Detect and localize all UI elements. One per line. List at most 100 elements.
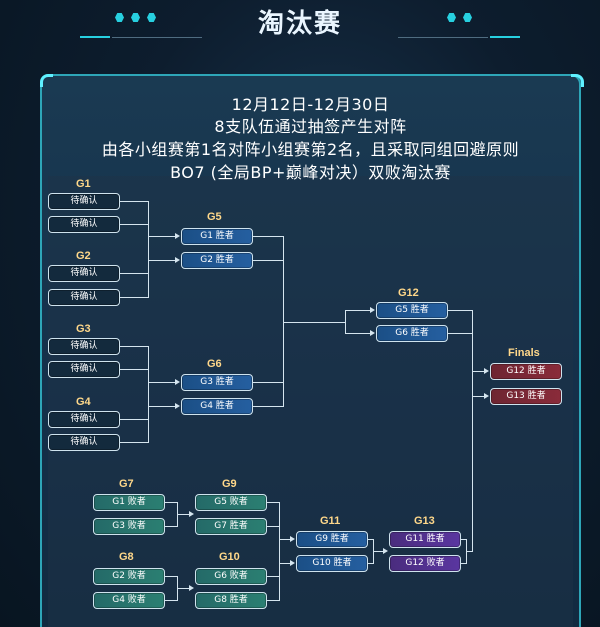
- bracket-connector: [120, 369, 148, 370]
- match-label-g1: G1: [76, 178, 91, 190]
- bracket-slot: G2 胜者: [181, 252, 253, 269]
- arrow-right-icon: [370, 307, 375, 313]
- match-label-g12: G12: [398, 287, 419, 299]
- bracket-connector: [148, 236, 176, 237]
- bracket-slot: G6 败者: [195, 568, 267, 585]
- bracket-slot: G10 胜者: [296, 555, 368, 572]
- match-label-finals: Finals: [508, 347, 540, 359]
- page-title: 淘汰赛: [257, 9, 342, 39]
- bracket-connector: [283, 236, 284, 407]
- arrow-right-icon: [175, 379, 180, 385]
- arrow-right-icon: [175, 233, 180, 239]
- bracket-connector: [253, 260, 283, 261]
- bracket-connector: [177, 588, 190, 589]
- bracket-connector: [120, 297, 148, 298]
- bracket-slot: G2 败者: [93, 568, 165, 585]
- panel-corner-accent: [571, 74, 584, 87]
- hex-decoration-icon: [131, 13, 140, 22]
- bracket-connector: [148, 357, 149, 431]
- bracket-connector: [279, 539, 291, 540]
- match-label-g2: G2: [76, 250, 91, 262]
- header-rule: [112, 37, 202, 38]
- bracket-connector: [448, 310, 472, 311]
- bracket-slot: G5 败者: [195, 494, 267, 511]
- bracket-slot: 待确认: [48, 411, 120, 428]
- bracket-connector: [120, 346, 148, 347]
- bracket-connector: [148, 382, 176, 383]
- bracket-connector: [120, 419, 148, 420]
- bracket-connector: [448, 333, 472, 334]
- bracket-connector: [165, 576, 177, 577]
- bracket-connector: [472, 371, 485, 372]
- panel-corner-accent: [40, 74, 53, 87]
- bracket-connector: [345, 333, 371, 334]
- bracket-connector: [165, 502, 177, 503]
- bracket-area: [48, 176, 573, 627]
- bracket-connector: [368, 539, 373, 540]
- bracket-connector: [345, 310, 346, 334]
- bracket-slot: G6 胜者: [376, 325, 448, 342]
- bracket-slot: G8 胜者: [195, 592, 267, 609]
- bracket-connector: [461, 539, 466, 540]
- bracket-connector: [148, 212, 149, 286]
- match-label-g8: G8: [119, 551, 134, 563]
- bracket-slot: 待确认: [48, 434, 120, 451]
- bracket-slot: G4 败者: [93, 592, 165, 609]
- arrow-right-icon: [290, 560, 295, 566]
- bracket-connector: [466, 551, 472, 552]
- bracket-connector: [267, 576, 279, 577]
- bracket-connector: [120, 201, 148, 202]
- bracket-slot: G4 胜者: [181, 398, 253, 415]
- bracket-connector: [373, 551, 384, 552]
- arrow-right-icon: [175, 257, 180, 263]
- arrow-right-icon: [484, 368, 489, 374]
- bracket-slot: G7 胜者: [195, 518, 267, 535]
- bracket-connector: [120, 224, 148, 225]
- bracket-connector: [165, 526, 177, 527]
- bracket-slot: G12 胜者: [490, 363, 562, 380]
- hex-decoration-icon: [463, 13, 472, 22]
- match-label-g11: G11: [320, 515, 341, 527]
- match-label-g5: G5: [207, 211, 222, 223]
- arrow-right-icon: [189, 511, 194, 517]
- bracket-slot: G1 败者: [93, 494, 165, 511]
- hex-decoration-icon: [447, 13, 456, 22]
- info-rule: 由各小组赛第1名对阵小组赛第2名，且采取同组回避原则: [101, 140, 520, 159]
- arrow-right-icon: [484, 393, 489, 399]
- bracket-connector: [472, 310, 473, 552]
- header-dash: [490, 36, 520, 38]
- bracket-connector: [267, 502, 279, 503]
- bracket-connector: [279, 502, 280, 601]
- info-draw: 8支队伍通过抽签产生对阵: [214, 117, 407, 136]
- arrow-right-icon: [175, 403, 180, 409]
- bracket-slot: 待确认: [48, 289, 120, 306]
- bracket-connector: [472, 396, 485, 397]
- bracket-connector: [148, 260, 176, 261]
- bracket-slot: 待确认: [48, 361, 120, 378]
- match-label-g10: G10: [219, 551, 240, 563]
- bracket-connector: [165, 600, 177, 601]
- bracket-slot: 待确认: [48, 338, 120, 355]
- bracket-slot: G3 败者: [93, 518, 165, 535]
- bracket-slot: 待确认: [48, 265, 120, 282]
- bracket-slot: G11 胜者: [389, 531, 461, 548]
- header-dash: [80, 36, 110, 38]
- arrow-right-icon: [370, 330, 375, 336]
- match-label-g9: G9: [222, 478, 237, 490]
- match-label-g3: G3: [76, 323, 91, 335]
- header-rule: [398, 37, 488, 38]
- match-label-g7: G7: [119, 478, 134, 490]
- bracket-connector: [253, 382, 283, 383]
- bracket-slot: G13 胜者: [490, 388, 562, 405]
- bracket-connector: [177, 514, 190, 515]
- info-dates: 12月12日-12月30日: [231, 95, 390, 114]
- bracket-connector: [253, 406, 283, 407]
- match-label-g6: G6: [207, 358, 222, 370]
- bracket-slot: 待确认: [48, 216, 120, 233]
- bracket-connector: [461, 563, 466, 564]
- bracket-slot: G1 胜者: [181, 228, 253, 245]
- match-label-g13: G13: [414, 515, 435, 527]
- bracket-connector: [253, 236, 283, 237]
- bracket-connector: [279, 563, 291, 564]
- bracket-connector: [345, 310, 371, 311]
